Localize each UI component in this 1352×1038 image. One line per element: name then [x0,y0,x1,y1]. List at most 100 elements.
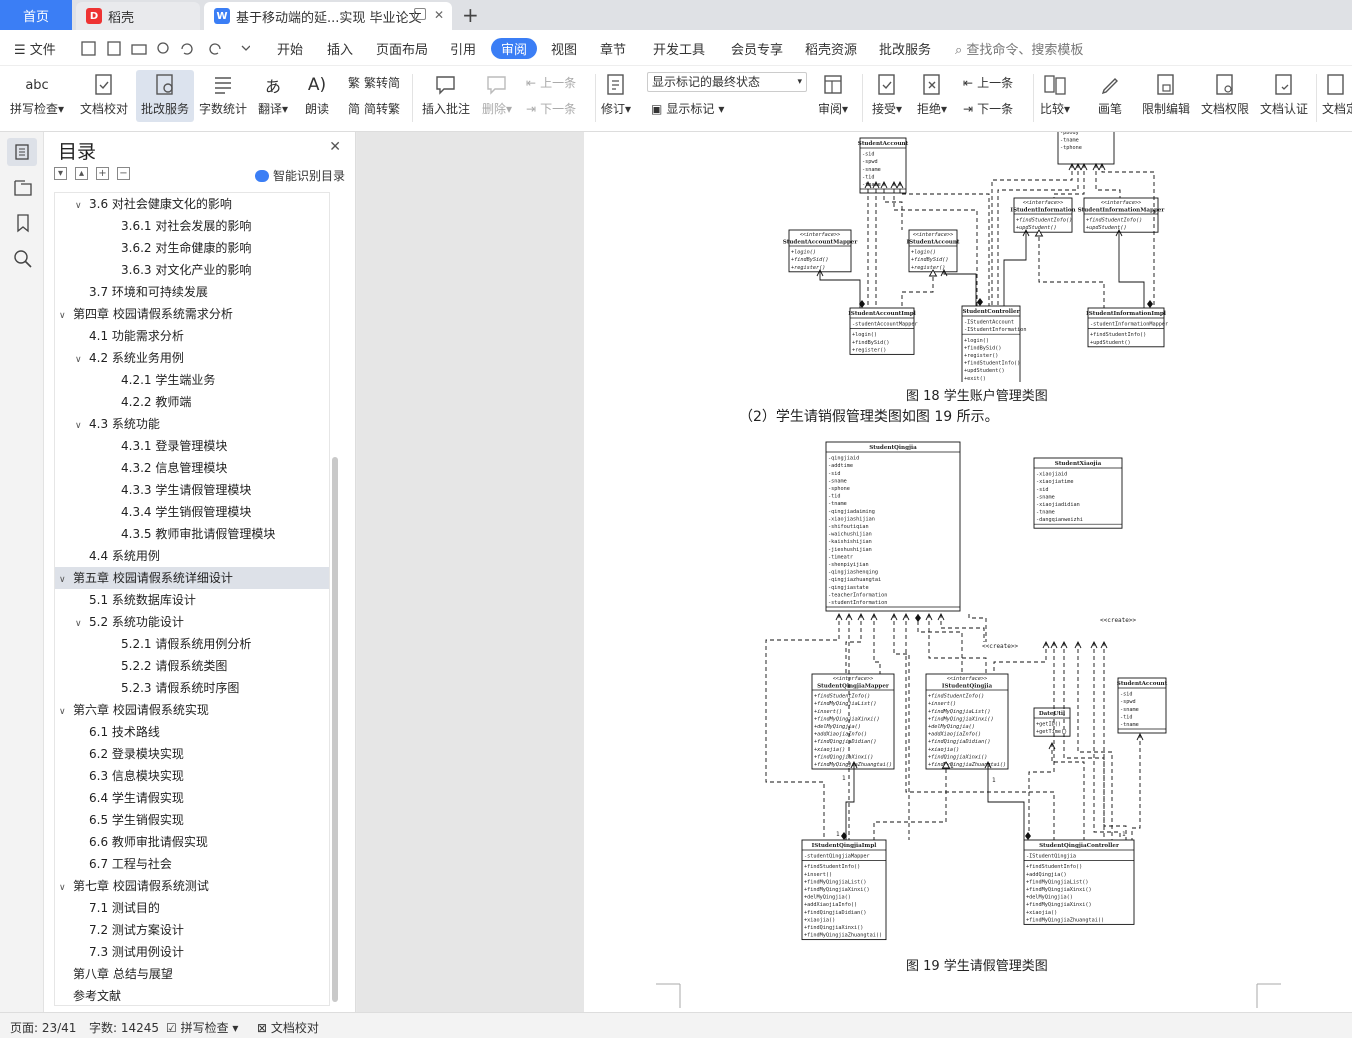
doc-permission-button[interactable]: 文档权限 [1201,70,1249,117]
next-change-button[interactable]: ⇥下一条 [963,100,1013,117]
file-menu[interactable]: ☰ 文件 [14,39,56,58]
menu-chapter[interactable]: 章节 [600,43,627,58]
proofread-button[interactable]: 文档校对 [80,70,128,117]
outline-item[interactable]: 4.2.2 教师端 [55,391,191,413]
expand-all-icon[interactable]: ▾ [54,167,67,180]
compare-button[interactable]: 比较▾ [1040,70,1070,117]
smart-toc-button[interactable]: 智能识别目录 [254,167,345,184]
markup-state-select[interactable]: 显示标记的最终状态▾ [647,72,807,92]
outline-item[interactable]: ∨5.2 系统功能设计 [55,611,184,633]
chevron-down-icon[interactable]: ∨ [59,883,66,893]
word-count-button[interactable]: 字数统计 [199,70,247,117]
outline-item[interactable]: 6.5 学生销假实现 [55,809,184,831]
outline-item[interactable]: 4.3.1 登录管理模块 [55,435,227,457]
outline-item[interactable]: 3.6.3 对文化产业的影响 [55,259,251,281]
chapter-nav-icon[interactable] [12,176,34,198]
outline-item[interactable]: 4.4 系统用例 [55,545,160,567]
outline-item[interactable]: ∨第五章 校园请假系统详细设计 [55,567,329,589]
status-spell-check[interactable]: ☑ 拼写检查 ▾ [166,1021,239,1035]
outline-scrollbar[interactable] [332,457,338,1002]
tab-window-icon[interactable] [414,8,426,20]
revise-button[interactable]: 修订▾ [601,70,631,117]
chevron-down-icon[interactable]: ∨ [59,575,66,585]
outline-item[interactable]: 6.7 工程与社会 [55,853,172,875]
outline-item[interactable]: ∨第四章 校园请假系统需求分析 [55,303,233,325]
outline-item[interactable]: 参考文献 [55,985,121,1005]
outline-item[interactable]: 4.1 功能需求分析 [55,325,184,347]
search-input[interactable]: ⌕ 查找命令、搜索模板 [955,39,1083,58]
outline-item[interactable]: 6.3 信息模块实现 [55,765,184,787]
prev-comment-button[interactable]: ⇤上一条 [526,74,576,91]
bookmark-icon[interactable] [12,212,34,234]
menu-reference[interactable]: 引用 [450,43,477,58]
new-tab-button[interactable]: + [462,3,479,27]
pen-button[interactable]: 画笔 [1096,70,1124,117]
outline-item[interactable]: 3.6.2 对生命健康的影响 [55,237,251,259]
outline-item[interactable]: 5.2.2 请假系统类图 [55,655,227,677]
chevron-down-icon[interactable]: ∨ [59,311,66,321]
review-pane-button[interactable]: 审阅▾ [818,70,848,117]
word-count[interactable]: 字数: 14245 [89,1021,160,1035]
outline-item[interactable]: 4.3.3 学生请假管理模块 [55,479,251,501]
outline-item[interactable]: 6.1 技术路线 [55,721,160,743]
menu-review[interactable]: 审阅 [491,38,538,59]
outline-item[interactable]: 6.4 学生请假实现 [55,787,184,809]
read-aloud-button[interactable]: A)朗读 [303,70,331,117]
insert-comment-button[interactable]: 插入批注 [422,70,470,117]
outline-item[interactable]: 4.2.1 学生端业务 [55,369,215,391]
outline-item[interactable]: 5.2.1 请假系统用例分析 [55,633,251,655]
close-icon[interactable]: ✕ [329,139,341,155]
outline-item[interactable]: ∨4.2 系统业务用例 [55,347,184,369]
menu-devtools[interactable]: 开发工具 [653,43,706,58]
trad-to-simp-button[interactable]: 繁繁转简 [348,74,400,91]
doc-certify-button[interactable]: 文档认证 [1260,70,1308,117]
outline-item[interactable]: 7.1 测试目的 [55,897,160,919]
chevron-down-icon[interactable]: ∨ [75,201,82,211]
tab-document[interactable]: W 基于移动端的延...实现 毕业论文 ✕ [204,2,452,30]
menu-member[interactable]: 会员专享 [731,43,784,58]
reject-button[interactable]: 拒绝▾ [917,70,947,117]
translate-button[interactable]: あ翻译▾ [258,70,288,117]
chevron-down-icon[interactable]: ∨ [75,619,82,629]
outline-toggle[interactable] [7,138,37,166]
outline-item[interactable]: 6.2 登录模块实现 [55,743,184,765]
chevron-down-icon[interactable]: ∨ [75,355,82,365]
tab-home[interactable]: 首页 [0,0,72,30]
outline-item[interactable]: ∨第六章 校园请假系统实现 [55,699,209,721]
outline-item[interactable]: 4.3.4 学生销假管理模块 [55,501,251,523]
outline-item[interactable]: ∨第七章 校园请假系统测试 [55,875,209,897]
doc-finalize-button[interactable]: 文档定 [1322,70,1352,117]
correct-service-button[interactable]: 批改服务 [136,70,194,122]
menu-correct[interactable]: 批改服务 [879,43,932,58]
outline-item[interactable]: 6.6 教师审批请假实现 [55,831,208,853]
delete-comment-button[interactable]: 删除▾ [482,70,512,117]
outline-item[interactable]: 7.3 测试用例设计 [55,941,184,963]
menu-start[interactable]: 开始 [277,43,304,58]
outline-item[interactable]: 7.2 测试方案设计 [55,919,184,941]
outline-item[interactable]: 4.3.2 信息管理模块 [55,457,227,479]
outline-item[interactable]: 3.6.1 对社会发展的影响 [55,215,251,237]
outline-item[interactable]: 4.3.5 教师审批请假管理模块 [55,523,275,545]
collapse-all-icon[interactable]: ▴ [75,167,88,180]
menu-layout[interactable]: 页面布局 [376,43,429,58]
menu-docer[interactable]: 稻壳资源 [805,43,858,58]
outline-item[interactable]: ∨3.6 对社会健康文化的影响 [55,193,232,215]
accept-button[interactable]: 接受▾ [872,70,902,117]
outline-item[interactable]: ∨4.3 系统功能 [55,413,160,435]
chevron-down-icon[interactable]: ∨ [59,707,66,717]
search-icon[interactable] [12,248,34,270]
tab-docer[interactable]: D 稻壳 [76,2,200,30]
status-proofread[interactable]: ⊠ 文档校对 [257,1019,319,1036]
outline-item[interactable]: 5.1 系统数据库设计 [55,589,196,611]
next-comment-button[interactable]: ⇥下一条 [526,100,576,117]
show-markup-button[interactable]: ▣显示标记▾ [651,101,725,117]
page-indicator[interactable]: 页面: 23/41 [10,1021,77,1035]
simp-to-trad-button[interactable]: 简简转繁 [348,100,400,117]
add-heading-icon[interactable]: + [96,167,109,180]
outline-item[interactable]: 第八章 总结与展望 [55,963,173,985]
prev-change-button[interactable]: ⇤上一条 [963,74,1013,91]
chevron-down-icon[interactable]: ∨ [75,421,82,431]
outline-item[interactable]: 3.7 环境和可持续发展 [55,281,208,303]
